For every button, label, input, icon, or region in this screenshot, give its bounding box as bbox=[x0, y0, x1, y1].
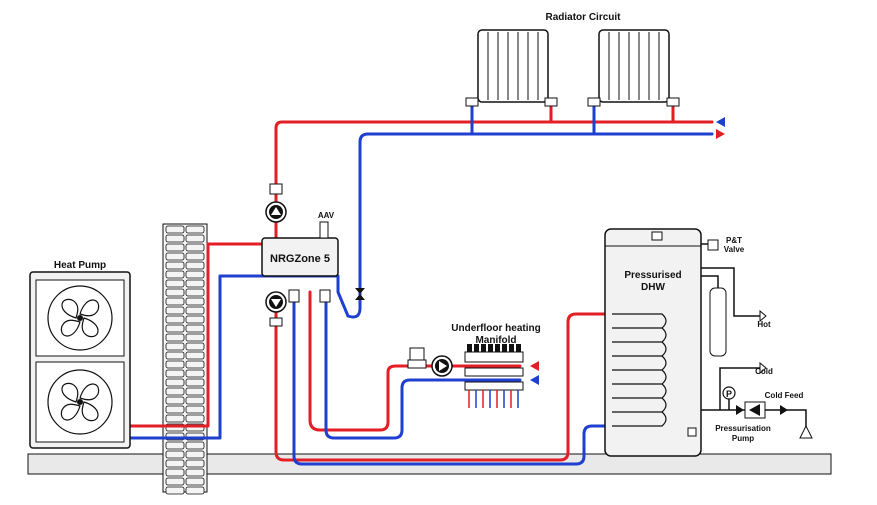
pipe-direction-arrow-icon bbox=[716, 117, 725, 127]
radiator-right bbox=[598, 29, 670, 103]
aav-valve-icon bbox=[319, 221, 329, 239]
pipe-direction-arrow-icon bbox=[716, 129, 725, 139]
pipe-dhw-coil-return bbox=[292, 298, 607, 466]
pt-valve-label-line2: Valve bbox=[724, 245, 745, 254]
cold-feed-inlet-arrow-icon bbox=[799, 424, 813, 439]
pump-icon bbox=[744, 401, 766, 419]
pipe-ufh-flow bbox=[308, 290, 522, 432]
radiator-left bbox=[477, 29, 549, 103]
cold-feed-label: Cold Feed bbox=[765, 391, 804, 400]
nrgzone-unit bbox=[261, 237, 339, 277]
valve-icon bbox=[269, 289, 331, 327]
pipe-ufh-return bbox=[324, 290, 522, 440]
ufh-label-line2: Manifold bbox=[475, 335, 516, 346]
pump-icon bbox=[265, 291, 287, 313]
pipe-expansion bbox=[701, 275, 719, 288]
wall-column bbox=[162, 223, 208, 495]
heat-pump-label: Heat Pump bbox=[54, 260, 106, 271]
valve-icon bbox=[355, 288, 365, 300]
radiator-valves bbox=[465, 97, 680, 107]
valve-icon bbox=[407, 347, 427, 369]
cold-label: Cold bbox=[755, 367, 773, 376]
radiator-circuit-label: Radiator Circuit bbox=[545, 12, 621, 23]
pressure-gauge-icon bbox=[722, 386, 736, 400]
pipe-cold-branch bbox=[719, 367, 760, 410]
fan-icon bbox=[47, 285, 113, 351]
pressurisation-label-line2: Pump bbox=[732, 434, 754, 443]
pressure-gauge-label: P bbox=[726, 389, 732, 399]
pt-valve-label-line1: P&T bbox=[726, 236, 742, 245]
pump-icon bbox=[265, 183, 287, 223]
fan-icon bbox=[47, 369, 113, 435]
expansion-vessel bbox=[709, 287, 727, 357]
aav-label: AAV bbox=[318, 211, 335, 220]
pressurisation-label-line1: Pressurisation bbox=[715, 424, 771, 433]
pipe-heatpump-flow bbox=[128, 242, 264, 428]
ufh-manifold bbox=[464, 344, 524, 408]
valve-icon bbox=[780, 405, 788, 415]
pipe-direction-arrow-icon bbox=[530, 375, 539, 385]
pipe-direction-arrow-icon bbox=[530, 361, 539, 371]
valve-icon bbox=[759, 361, 767, 375]
ufh-label-line1: Underfloor heating bbox=[451, 323, 540, 334]
pt-valve-icon bbox=[707, 239, 719, 251]
drain-valve-icon bbox=[687, 427, 697, 437]
pipe-radiator-flow bbox=[274, 120, 714, 240]
valve-icon bbox=[759, 309, 767, 323]
pipe-radiator-return bbox=[346, 132, 714, 319]
pipe-hot-outlet bbox=[701, 267, 760, 317]
valve-icon bbox=[736, 405, 744, 415]
cylinder-label-line1: Pressurised bbox=[624, 270, 681, 281]
cylinder-label-line2: DHW bbox=[641, 282, 665, 293]
pipe-dhw-coil-flow bbox=[274, 294, 607, 462]
nrgzone-label: NRGZone 5 bbox=[270, 253, 330, 265]
hot-label: Hot bbox=[757, 320, 771, 329]
pump-icon bbox=[431, 355, 453, 377]
